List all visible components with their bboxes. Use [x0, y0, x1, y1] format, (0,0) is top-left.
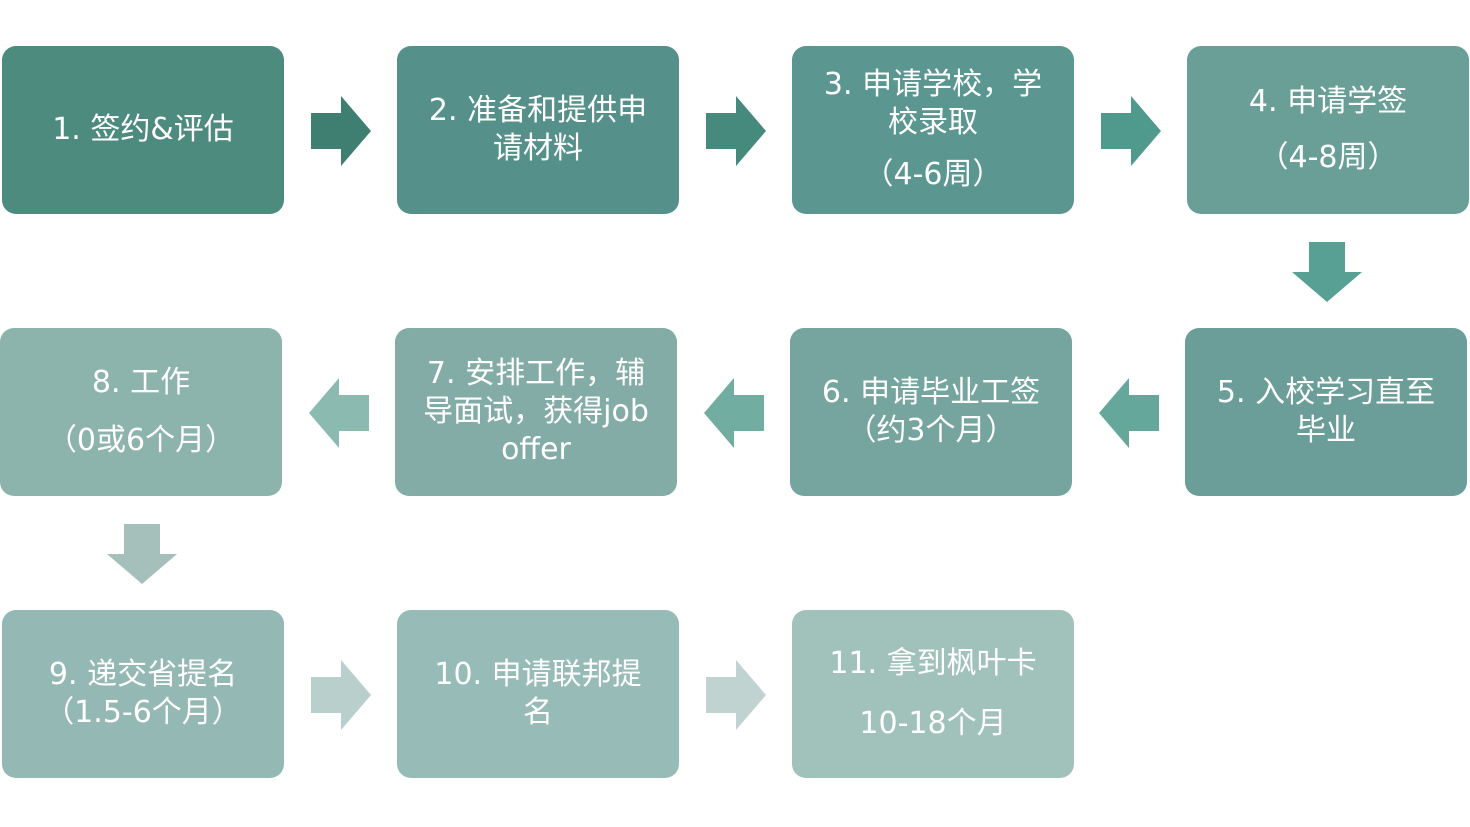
arrow-right-icon: [706, 660, 766, 730]
step-4-box: 4. 申请学签 （4-8周）: [1187, 46, 1469, 214]
step-11-label: 11. 拿到枫叶卡: [829, 646, 1037, 681]
step-10-label: 10. 申请联邦提 名: [434, 657, 642, 730]
arrow-1-2: [311, 96, 371, 166]
step-2-label: 2. 准备和提供申 请材料: [428, 93, 648, 166]
step-3-duration: （4-6周）: [863, 157, 1003, 192]
arrow-2-3: [706, 96, 766, 166]
arrow-4-5: [1292, 242, 1362, 302]
arrow-right-icon: [706, 96, 766, 166]
step-8-duration: （0或6个月）: [46, 423, 236, 458]
step-7-label: 7. 安排工作，辅 导面试，获得job offer: [423, 356, 649, 467]
arrow-8-9: [107, 524, 177, 584]
step-7-box: 7. 安排工作，辅 导面试，获得job offer: [395, 328, 677, 496]
arrow-right-icon: [311, 96, 371, 166]
arrow-10-11: [706, 660, 766, 730]
step-9-box: 9. 递交省提名 （1.5-6个月）: [2, 610, 284, 778]
step-6-label: 6. 申请毕业工签 （约3个月）: [821, 375, 1041, 448]
step-1-box: 1. 签约&评估: [2, 46, 284, 214]
step-8-label: 8. 工作: [91, 365, 191, 400]
step-4-label: 4. 申请学签: [1248, 84, 1408, 119]
arrow-9-10: [311, 660, 371, 730]
arrow-7-8: [309, 378, 369, 448]
arrow-down-icon: [1292, 242, 1362, 302]
arrow-5-6: [1099, 378, 1159, 448]
step-9-label: 9. 递交省提名 （1.5-6个月）: [44, 657, 242, 730]
step-4-duration: （4-8周）: [1258, 140, 1398, 175]
step-3-label: 3. 申请学校，学 校录取: [823, 67, 1043, 140]
arrow-3-4: [1101, 96, 1161, 166]
arrow-right-icon: [311, 660, 371, 730]
step-5-box: 5. 入校学习直至 毕业: [1185, 328, 1467, 496]
step-11-box: 11. 拿到枫叶卡 10-18个月: [792, 610, 1074, 778]
arrow-6-7: [704, 378, 764, 448]
step-11-duration: 10-18个月: [859, 706, 1007, 741]
step-3-box: 3. 申请学校，学 校录取 （4-6周）: [792, 46, 1074, 214]
step-10-box: 10. 申请联邦提 名: [397, 610, 679, 778]
step-5-label: 5. 入校学习直至 毕业: [1216, 375, 1436, 448]
arrow-left-icon: [704, 378, 764, 448]
arrow-left-icon: [309, 378, 369, 448]
step-2-box: 2. 准备和提供申 请材料: [397, 46, 679, 214]
step-1-label: 1. 签约&评估: [52, 112, 234, 147]
step-6-box: 6. 申请毕业工签 （约3个月）: [790, 328, 1072, 496]
step-8-box: 8. 工作 （0或6个月）: [0, 328, 282, 496]
arrow-down-icon: [107, 524, 177, 584]
arrow-left-icon: [1099, 378, 1159, 448]
arrow-right-icon: [1101, 96, 1161, 166]
